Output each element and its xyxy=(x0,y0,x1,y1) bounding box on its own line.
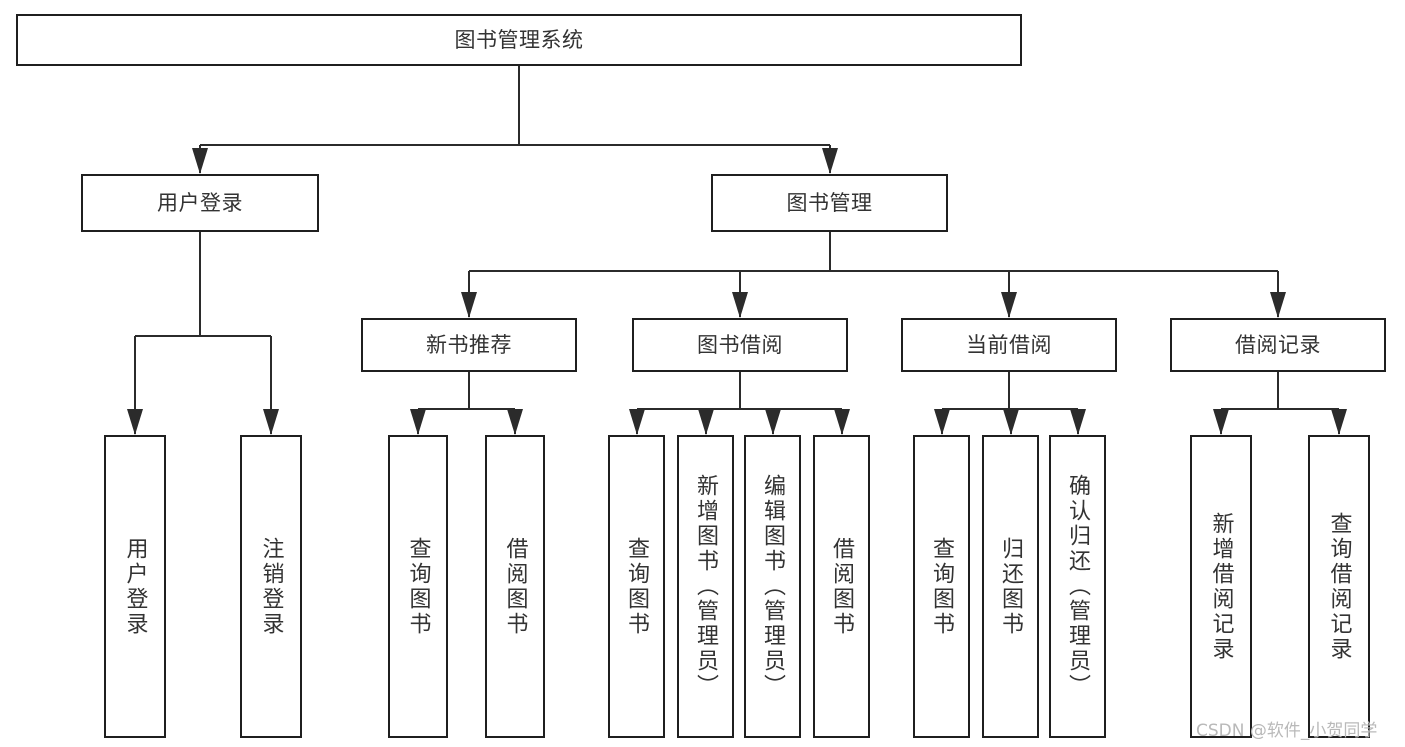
node-box-l4-10[interactable]: 归还图书 xyxy=(982,435,1039,738)
node-box-l3-3[interactable]: 当前借阅 xyxy=(901,318,1117,372)
node-label-l4-9: 查询图书 xyxy=(929,536,955,637)
arrowhead-c-l2-2-2 xyxy=(1001,292,1017,318)
node-box-l4-3[interactable]: 查询图书 xyxy=(388,435,448,738)
arrowhead-c-l3-2-3 xyxy=(834,409,850,435)
node-box-l4-2[interactable]: 注销登录 xyxy=(240,435,302,738)
node-box-l4-1[interactable]: 用户登录 xyxy=(104,435,166,738)
node-label-l4-12: 新增借阅记录 xyxy=(1208,511,1234,662)
node-box-l4-4[interactable]: 借阅图书 xyxy=(485,435,545,738)
arrowhead-c-l3-2-1 xyxy=(698,409,714,435)
node-label-l4-5: 查询图书 xyxy=(624,536,650,637)
node-label-l3-3: 当前借阅 xyxy=(966,332,1052,357)
node-label-l4-6: 新增图书（管理员） xyxy=(693,474,719,699)
arrowhead-c-l3-1-0 xyxy=(410,409,426,435)
node-label-l4-3: 查询图书 xyxy=(405,536,431,637)
arrowhead-c-l3-2-2 xyxy=(765,409,781,435)
node-box-l4-6[interactable]: 新增图书（管理员） xyxy=(677,435,734,738)
arrowhead-c-l3-3-1 xyxy=(1003,409,1019,435)
node-box-l2-2[interactable]: 图书管理 xyxy=(711,174,948,232)
arrowhead-c-root-0 xyxy=(192,148,208,174)
node-box-l2-1[interactable]: 用户登录 xyxy=(81,174,319,232)
arrowhead-c-l2-1-1 xyxy=(263,409,279,435)
node-label-l4-10: 归还图书 xyxy=(998,536,1024,637)
node-label-l2-1: 用户登录 xyxy=(157,190,243,215)
node-label-l2-2: 图书管理 xyxy=(786,190,873,215)
node-label-l4-2: 注销登录 xyxy=(258,536,284,637)
node-label-l4-4: 借阅图书 xyxy=(502,536,528,637)
node-box-l4-7[interactable]: 编辑图书（管理员） xyxy=(744,435,801,738)
node-label-l4-13: 查询借阅记录 xyxy=(1326,511,1352,662)
arrowhead-c-l3-4-1 xyxy=(1331,409,1347,435)
node-label-l3-1: 新书推荐 xyxy=(426,332,512,357)
arrowhead-c-l2-1-0 xyxy=(127,409,143,435)
arrowhead-c-l3-2-0 xyxy=(629,409,645,435)
arrowhead-c-root-1 xyxy=(822,148,838,174)
node-label-l3-4: 借阅记录 xyxy=(1235,332,1321,357)
node-box-l4-5[interactable]: 查询图书 xyxy=(608,435,665,738)
node-label-l4-11: 确认归还（管理员） xyxy=(1065,474,1091,699)
arrowhead-c-l2-2-1 xyxy=(732,292,748,318)
node-box-l4-12[interactable]: 新增借阅记录 xyxy=(1190,435,1252,738)
node-box-l4-9[interactable]: 查询图书 xyxy=(913,435,970,738)
node-label-l4-1: 用户登录 xyxy=(122,536,148,637)
node-box-l3-1[interactable]: 新书推荐 xyxy=(361,318,577,372)
node-box-l3-2[interactable]: 图书借阅 xyxy=(632,318,848,372)
arrowhead-c-l3-3-2 xyxy=(1070,409,1086,435)
node-box-l4-11[interactable]: 确认归还（管理员） xyxy=(1049,435,1106,738)
arrowhead-c-l2-2-0 xyxy=(461,292,477,318)
arrowhead-c-l3-4-0 xyxy=(1213,409,1229,435)
arrowhead-c-l3-1-1 xyxy=(507,409,523,435)
arrowhead-c-l3-3-0 xyxy=(934,409,950,435)
node-box-root[interactable]: 图书管理系统 xyxy=(16,14,1022,66)
node-label-root: 图书管理系统 xyxy=(454,27,584,52)
node-label-l4-7: 编辑图书（管理员） xyxy=(760,474,786,699)
arrowhead-c-l2-2-3 xyxy=(1270,292,1286,318)
connector-group xyxy=(127,66,1347,435)
node-box-l4-8[interactable]: 借阅图书 xyxy=(813,435,870,738)
node-box-l4-13[interactable]: 查询借阅记录 xyxy=(1308,435,1370,738)
node-label-l4-8: 借阅图书 xyxy=(829,536,855,637)
node-label-l3-2: 图书借阅 xyxy=(697,332,783,357)
node-box-l3-4[interactable]: 借阅记录 xyxy=(1170,318,1386,372)
